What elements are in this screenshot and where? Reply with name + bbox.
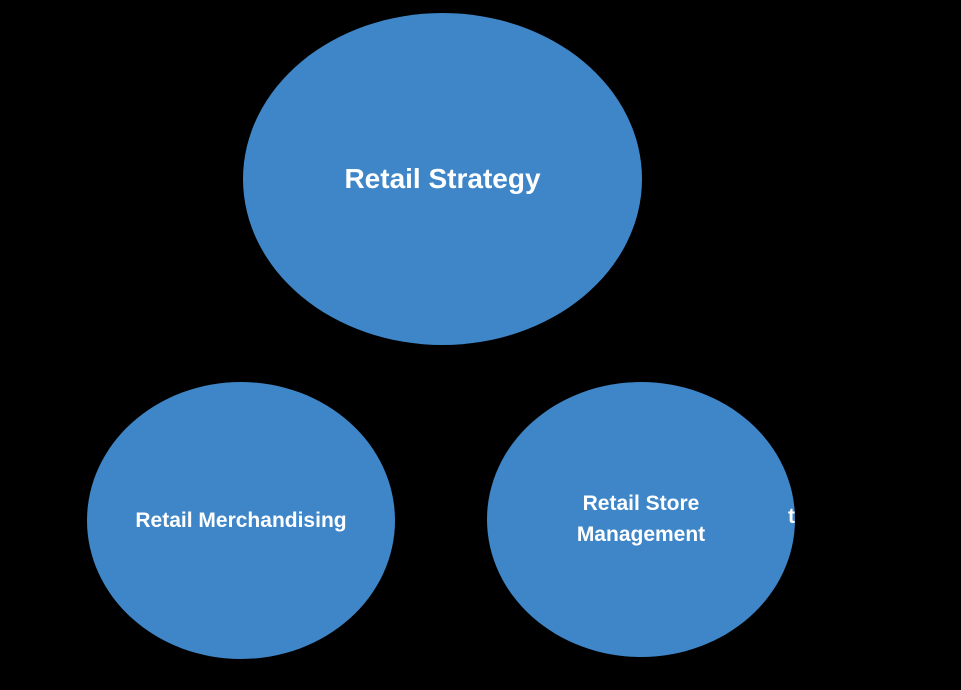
node-retail-strategy-label: Retail Strategy xyxy=(344,163,541,195)
node-retail-merchandising-label: Retail Merchandising xyxy=(135,508,347,532)
node-retail-store-management: Retail Store Management xyxy=(487,382,795,657)
node-retail-merchandising: Retail Merchandising xyxy=(87,382,395,659)
clipped-text-fragment: t xyxy=(788,505,795,528)
node-retail-strategy: Retail Strategy xyxy=(243,13,642,345)
node-retail-store-management-label: Retail Store Management xyxy=(576,492,706,546)
